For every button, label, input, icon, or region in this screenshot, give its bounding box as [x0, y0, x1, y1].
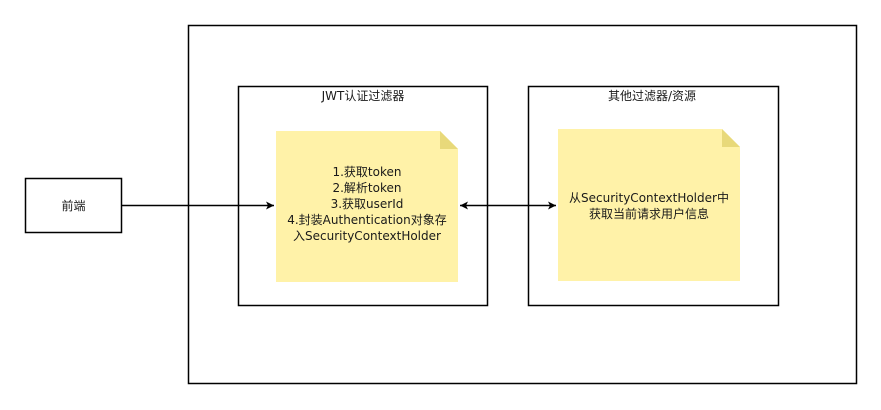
frontend-label: 前端 — [61, 198, 85, 213]
other-note-line-2: 获取当前请求用户信息 — [589, 206, 709, 221]
other-filter-node: 其他过滤器/资源 从SecurityContextHolder中 获取当前请求用… — [527, 85, 780, 307]
backend-container — [187, 24, 858, 385]
frontend-box — [24, 177, 123, 234]
jwt-note-line-5: 入SecurityContextHolder — [293, 229, 441, 243]
other-note-fold — [722, 129, 740, 147]
jwt-note-line-1: 1.获取token — [332, 165, 401, 179]
other-note-line-1: 从SecurityContextHolder中 — [569, 190, 729, 205]
other-note: 从SecurityContextHolder中 获取当前请求用户信息 — [558, 129, 740, 281]
frontend-node: 前端 — [24, 177, 123, 234]
jwt-note: 1.获取token 2.解析token 3.获取userId 4.封装Authe… — [276, 131, 458, 282]
jwt-note-line-2: 2.解析token — [332, 181, 401, 195]
jwt-filter-title: JWT认证过滤器 — [321, 89, 405, 103]
jwt-note-line-4: 4.封装Authentication对象存 — [287, 213, 447, 227]
jwt-filter-node: JWT认证过滤器 1.获取token 2.解析token 3.获取userId … — [237, 85, 489, 307]
jwt-note-body — [276, 131, 458, 282]
jwt-note-line-3: 3.获取userId — [331, 197, 404, 211]
other-note-body — [558, 129, 740, 281]
jwt-note-fold — [440, 131, 458, 149]
other-filter-title: 其他过滤器/资源 — [608, 89, 696, 103]
